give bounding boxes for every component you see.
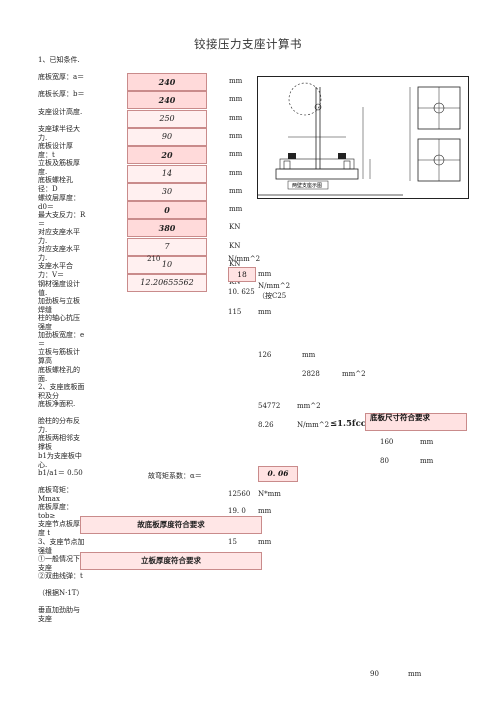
input-value-box[interactable]: 0 bbox=[127, 201, 207, 220]
left-label: 支座节点板厚度 t bbox=[38, 520, 80, 538]
left-label: 底板设计厚度：t bbox=[38, 142, 73, 159]
input-value-box[interactable]: 12.20655562 bbox=[127, 274, 207, 293]
dim1-unit: mm bbox=[420, 438, 434, 446]
net-area-unit: mm^2 bbox=[297, 402, 321, 410]
t-node-value: 15 bbox=[228, 538, 237, 546]
left-label: b1/a1＝ 0.50 bbox=[38, 468, 83, 477]
size-ok-badge: 底板尺寸符合要求 bbox=[365, 413, 467, 431]
left-label: 3、支座节点加强缝 bbox=[38, 537, 85, 555]
left-label: 钢材强度设计值. bbox=[38, 279, 80, 297]
left-label: ①一般情况下支座 bbox=[38, 554, 80, 572]
left-label: 对应支座水平力. bbox=[38, 245, 80, 263]
base-thickness-ok-banner: 故底板厚度符合要求 bbox=[80, 516, 262, 534]
q-unit: N/mm^2 bbox=[297, 421, 330, 429]
document-title: 铰接压力支座计算书 bbox=[194, 37, 302, 51]
left-label: 2、支座底板面积及分 bbox=[38, 382, 85, 400]
input-value-box[interactable]: 380 bbox=[127, 219, 207, 238]
dim2-value: 80 bbox=[380, 457, 389, 465]
input-value-box[interactable]: 90 bbox=[127, 127, 207, 146]
last-unit: mm bbox=[408, 670, 422, 678]
input-unit: KN bbox=[229, 223, 241, 232]
hole-area-unit: mm^2 bbox=[342, 370, 366, 378]
input-unit: mm bbox=[229, 131, 243, 140]
input-value-box[interactable]: 250 bbox=[127, 109, 207, 128]
support-drawing: 两壁支座示图 bbox=[257, 76, 469, 199]
dim2-unit: mm bbox=[420, 457, 434, 465]
left-label: 加劲板宽度：e＝ bbox=[38, 331, 85, 349]
q-value: 8.26 bbox=[258, 421, 274, 429]
left-label: 底板厚度：tob≥ bbox=[38, 503, 73, 521]
input-unit: mm bbox=[229, 113, 243, 122]
left-label: 脸柱的分布反力. bbox=[38, 417, 80, 435]
input-value-box[interactable]: 240 bbox=[127, 91, 207, 110]
input-unit: KN bbox=[229, 260, 241, 268]
input-unit: mm bbox=[229, 150, 243, 159]
input-unit: mm bbox=[229, 77, 243, 85]
left-label: 底板净面积. bbox=[38, 400, 76, 408]
input-unit: mm bbox=[229, 168, 243, 177]
steel-strength-unit: N/mm^2 bbox=[228, 255, 261, 263]
input-value-box[interactable]: 14 bbox=[127, 164, 207, 183]
left-label: 立板及筋板厚度. bbox=[38, 159, 80, 177]
alpha-label: 故弯矩系数：α＝ bbox=[148, 472, 202, 480]
left-label: 底板螺栓孔的面. bbox=[38, 365, 80, 383]
left-label: 柱的轴心抗压强度 bbox=[38, 314, 80, 331]
input-value-box[interactable]: 240 bbox=[127, 73, 207, 91]
support-drawing-svg: 两壁支座示图 bbox=[258, 82, 461, 196]
dim1-value: 160 bbox=[380, 438, 394, 446]
left-label: 支座球半径大力. bbox=[38, 124, 80, 142]
left-label: 支座设计高度. bbox=[38, 107, 83, 116]
left-label: 螺纹层厚度：d0＝ bbox=[38, 193, 80, 211]
fc-note: （按C25 bbox=[258, 292, 287, 300]
input-value-box[interactable]: 10 bbox=[127, 256, 207, 274]
input-value-box[interactable]: 20 bbox=[127, 146, 207, 165]
left-label: b1为支座板中心. bbox=[38, 451, 82, 469]
left-label: （根据N·1T） bbox=[38, 589, 84, 598]
input-unit: KN bbox=[229, 241, 241, 250]
left-label: 支座水平合力：V＝ bbox=[38, 262, 73, 280]
input-value-box[interactable]: 30 bbox=[127, 182, 207, 201]
tob-value: 19. 0 bbox=[228, 507, 246, 515]
left-label: 底板弯矩：Mmax bbox=[38, 486, 73, 503]
left-label: 1、已知条件. bbox=[38, 56, 80, 64]
drawing-caption: 两壁支座示图 bbox=[292, 182, 322, 189]
h1-unit: mm bbox=[302, 351, 316, 359]
h1-value: 126 bbox=[258, 351, 272, 359]
input-unit: mm bbox=[229, 186, 243, 195]
t-node-unit: mm bbox=[258, 538, 272, 546]
left-label: 垂直加劲肋与支座 bbox=[38, 606, 80, 624]
net-area-value: 54772 bbox=[258, 402, 281, 410]
e-value: 115 bbox=[228, 308, 242, 316]
tob-unit: mm bbox=[258, 507, 272, 515]
mmax-value: 12560 bbox=[228, 490, 251, 498]
input-value-box[interactable]: 7 bbox=[127, 237, 207, 256]
e-unit: mm bbox=[258, 308, 272, 316]
left-label: 最大支反力：R＝ bbox=[38, 210, 86, 228]
steel-strength-value: 210 bbox=[147, 255, 161, 263]
hole-area-value: 2828 bbox=[302, 370, 320, 378]
q-compare: ≤1.5fcc bbox=[330, 419, 366, 429]
fc-unit: N/mm^2 bbox=[258, 282, 291, 290]
input-unit: KN bbox=[229, 278, 241, 287]
input-unit: mm bbox=[229, 95, 243, 104]
left-label: 对应支座水平力. bbox=[38, 228, 80, 245]
left-label: 底板螺栓孔径：D bbox=[38, 176, 73, 194]
last-value: 90 bbox=[370, 670, 379, 678]
left-label: 加劲板与立板焊缝 bbox=[38, 296, 80, 314]
left-label: 底板两相邻支撑板 bbox=[38, 434, 80, 452]
weld-value: 18 bbox=[228, 267, 256, 282]
fc-value: 10. 625 bbox=[228, 288, 255, 296]
left-label: 立板与筋板计算高 bbox=[38, 348, 80, 366]
left-label: 底板宽厚：a＝ bbox=[38, 73, 85, 82]
alpha-value: 0. 06 bbox=[258, 466, 298, 482]
left-label: 底板长厚：b＝ bbox=[38, 90, 85, 99]
mmax-unit: N*mm bbox=[258, 490, 281, 498]
input-unit: mm bbox=[229, 205, 243, 214]
weld-unit: mm bbox=[258, 270, 272, 278]
plate-thickness-ok-banner: 立板厚度符合要求 bbox=[80, 552, 262, 570]
left-label: ②双曲线弹：t bbox=[38, 572, 83, 580]
